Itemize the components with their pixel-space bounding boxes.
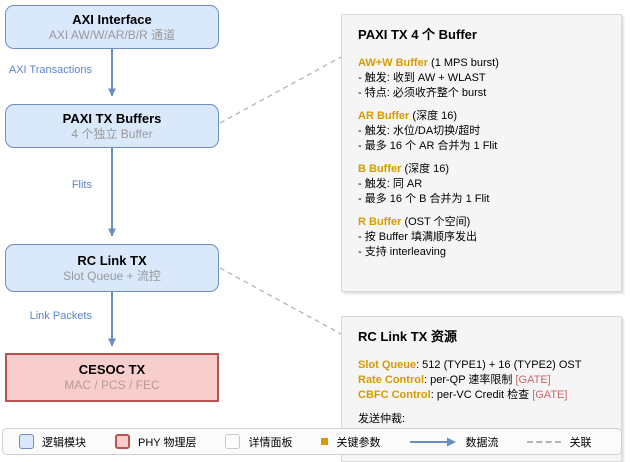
legend-label: 关键参数 [336,436,381,449]
axi-interface-box: AXI Interface AXI AW/W/AR/B/R 通道 [5,5,219,49]
logic-module-swatch-icon [19,434,34,449]
legend-item-data-flow: 数据流 [409,434,498,450]
data-flow-arrow-icon [410,437,457,446]
arrow-label-axi-transactions: AXI Transactions [8,64,92,76]
axi-interface-subtitle: AXI AW/W/AR/B/R 通道 [48,27,176,42]
legend-label: 详情面板 [248,436,293,449]
buffer-qualifier: (深度 16) [401,163,450,175]
paxi-tx-buffers-box: PAXI TX Buffers 4 个独立 Buffer [5,104,219,148]
legend-item-association: 关联 [527,434,591,450]
rc-link-tx-subtitle: Slot Queue + 流控 [63,268,161,283]
legend-item-key-param: 关键参数 [321,434,380,450]
legend-item-logic-module: 逻辑模块 [19,434,86,450]
buffer-detail-line: - 支持 interleaving [358,246,447,258]
awО-w-buffer-section: AW+W Buffer (1 MPS burst) - 触发: 收到 AW + … [358,56,605,101]
buffer-name: R Buffer [358,216,402,228]
arrow-label-link-packets: Link Packets [29,310,92,322]
legend-label: 逻辑模块 [42,436,86,449]
buffer-detail-line: - 按 Buffer 填满顺序发出 [358,231,477,243]
b-buffer-section: B Buffer (深度 16) - 触发: 同 AR - 最多 16 个 B … [358,162,605,207]
legend-label: 关联 [569,436,592,449]
legend-bar: 逻辑模块 PHY 物理层 详情面板 关键参数 数据流 关联 [2,428,622,455]
phy-layer-swatch-icon [115,434,130,449]
buffers-panel-title: PAXI TX 4 个 Buffer [358,27,477,42]
buffer-section-header: R Buffer (OST 个空间) [358,215,605,230]
buffer-section-header: B Buffer (深度 16) [358,162,605,177]
slot-queue-param: Slot Queue: 512 (TYPE1) + 16 (TYPE2) OST [358,358,605,373]
param-name: Slot Queue [358,359,417,371]
buffer-name: AW+W Buffer [358,57,428,69]
rc-link-tx-box: RC Link TX Slot Queue + 流控 [5,244,219,292]
paxi-tx-buffers-subtitle: 4 个独立 Buffer [71,126,153,141]
buffer-qualifier: (1 MPS burst) [427,57,499,69]
buffer-name: B Buffer [358,163,402,175]
cesoc-tx-box: CESOC TX MAC / PCS / FEC [5,353,219,402]
paxi-tx-buffers-title: PAXI TX Buffers [62,110,162,126]
buffer-detail-line: - 触发: 收到 AW + WLAST [358,72,486,84]
buffer-section-header: AW+W Buffer (1 MPS burst) [358,56,605,71]
rc-link-tx-title: RC Link TX [77,252,147,268]
buffer-detail-line: - 特点: 必须收齐整个 burst [358,87,487,99]
buffer-name: AR Buffer [358,110,410,122]
buffer-detail-line: - 最多 16 个 B 合并为 1 Flit [358,193,490,205]
ar-buffer-section: AR Buffer (深度 16) - 触发: 水位/DA切换/超时 - 最多 … [358,109,605,154]
gate-tag: [GATE] [515,374,551,386]
axi-interface-title: AXI Interface [72,11,152,27]
buffer-qualifier: (OST 个空间) [401,216,471,228]
legend-label: 数据流 [465,436,499,449]
param-value: : per-VC Credit 检查 [430,389,533,401]
association-dashed-icon [527,440,562,443]
buffer-section-header: AR Buffer (深度 16) [358,109,605,124]
key-param-swatch-icon [321,438,329,445]
association-line-buffers [219,56,342,124]
param-value: : per-QP 速率限制 [424,374,516,386]
link-panel-title: RC Link TX 资源 [358,329,457,344]
association-line-link [219,267,342,335]
param-name: CBFC Control [358,389,431,401]
r-buffer-section: R Buffer (OST 个空间) - 按 Buffer 填满顺序发出 - 支… [358,215,605,260]
param-value: : 512 (TYPE1) + 16 (TYPE2) OST [416,359,582,371]
arbitration-footer: 发送仲裁: [358,413,406,425]
legend-label: PHY 物理层 [138,436,197,449]
rate-control-param: Rate Control: per-QP 速率限制 [GATE] [358,373,605,388]
buffer-detail-line: - 触发: 水位/DA切换/超时 [358,125,481,137]
detail-panel-swatch-icon [225,434,241,449]
buffer-detail-line: - 触发: 同 AR [358,178,423,190]
paxi-buffers-detail-panel: PAXI TX 4 个 Buffer AW+W Buffer (1 MPS bu… [341,14,622,292]
cesoc-tx-subtitle: MAC / PCS / FEC [64,378,160,392]
arrow-label-flits: Flits [71,179,92,191]
legend-item-phy-layer: PHY 物理层 [115,434,196,450]
param-name: Rate Control [358,374,424,386]
cesoc-tx-title: CESOC TX [78,362,146,377]
legend-item-detail-panel: 详情面板 [225,434,292,450]
buffer-qualifier: (深度 16) [409,110,458,122]
cbfc-control-param: CBFC Control: per-VC Credit 检查 [GATE] [358,388,605,403]
gate-tag: [GATE] [532,389,568,401]
buffer-detail-line: - 最多 16 个 AR 合并为 1 Flit [358,140,498,152]
